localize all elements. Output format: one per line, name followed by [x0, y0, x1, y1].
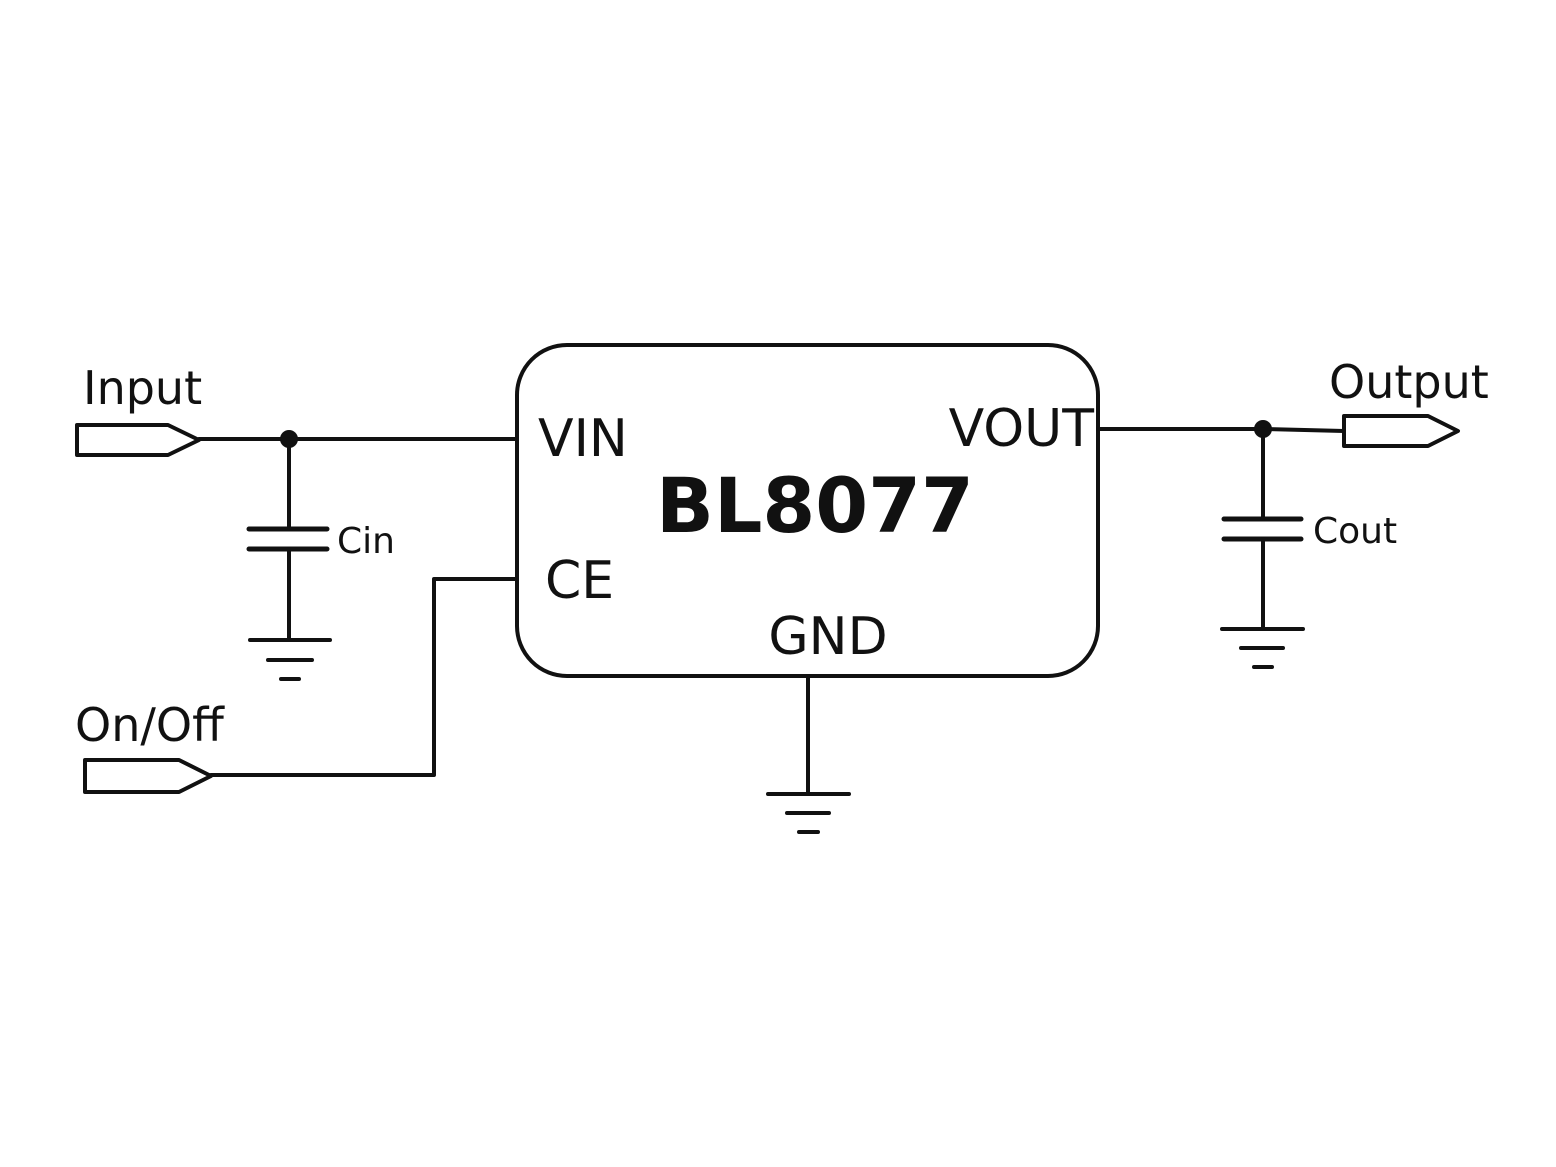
ce-wire: [209, 577, 519, 777]
gnd-ground-icon: [766, 792, 851, 834]
on-off-port: [83, 758, 213, 794]
pin-label-ce: CE: [545, 551, 614, 611]
cout-ground-icon: [1220, 627, 1305, 669]
input-label: Input: [83, 361, 202, 415]
pin-label-gnd: GND: [768, 607, 887, 667]
cout-label: Cout: [1313, 511, 1397, 552]
output-port: [1342, 414, 1460, 448]
on-off-label: On/Off: [75, 698, 225, 752]
ic-name: BL8077: [656, 461, 974, 550]
cin-label: Cin: [337, 521, 395, 562]
input-port: [75, 423, 201, 457]
pin-label-vin: VIN: [538, 409, 628, 469]
output-label: Output: [1329, 355, 1489, 409]
pin-label-vout: VOUT: [949, 399, 1095, 459]
cin-ground-icon: [248, 638, 332, 681]
vout-wire: [1096, 427, 1346, 433]
